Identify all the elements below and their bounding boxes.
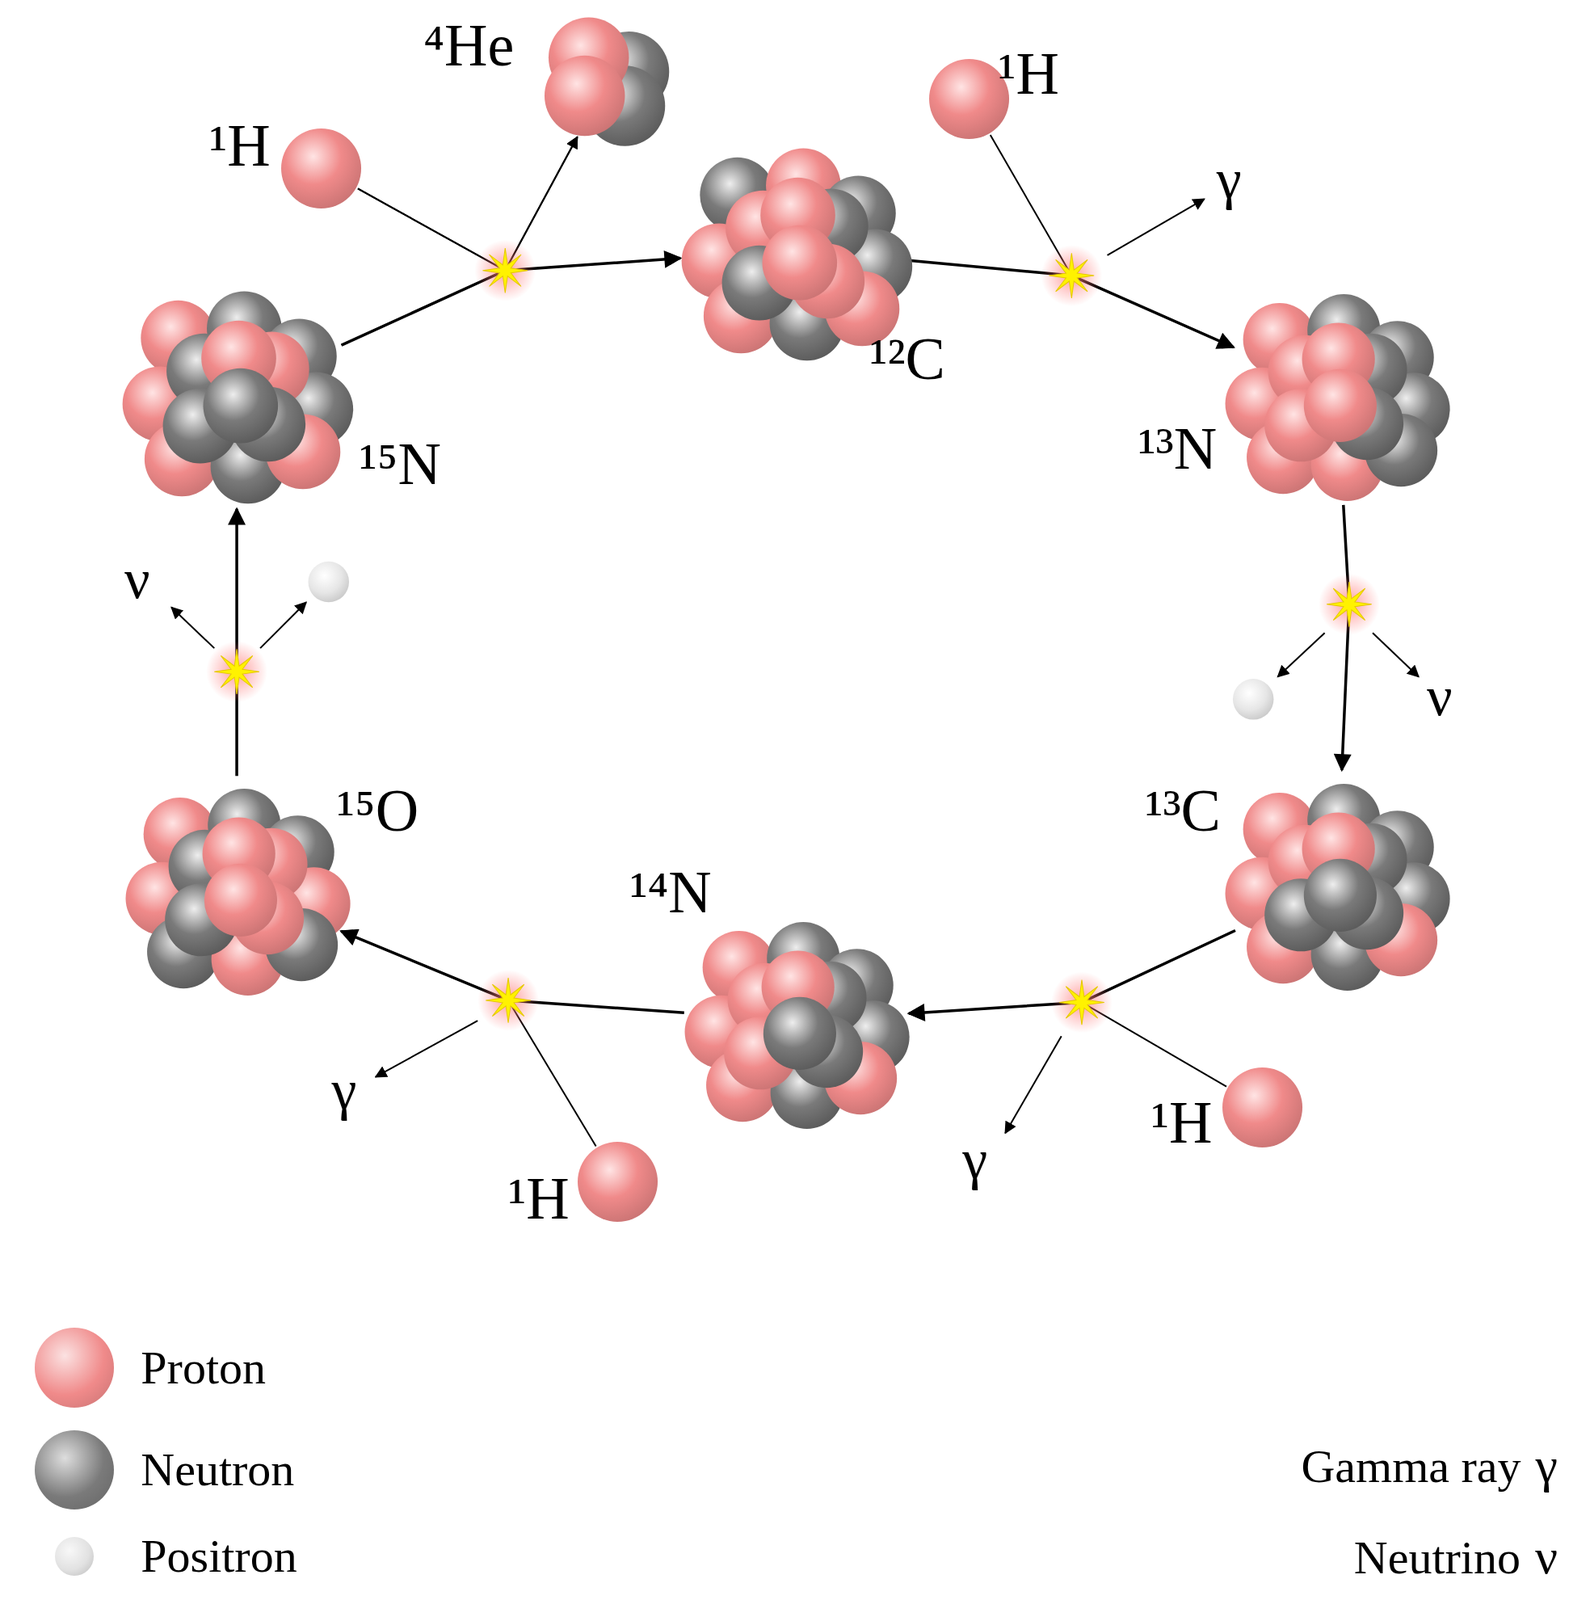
nucleon-ball <box>202 368 278 444</box>
nucleus-cluster: ¹³C <box>1222 768 1452 997</box>
nucleus-cluster: ¹⁵N <box>119 275 355 511</box>
reaction-star <box>206 640 268 703</box>
hydrogen-nucleus: ¹H <box>1221 1066 1304 1149</box>
emission-arrow <box>1005 1035 1061 1133</box>
nucleon-ball <box>763 996 837 1070</box>
nucleon-picture <box>540 15 674 148</box>
emission-arrow <box>1278 632 1325 677</box>
emission-arrow <box>375 1020 478 1077</box>
nucleon-picture <box>280 127 362 210</box>
isotope-label: ¹⁵O <box>336 780 419 841</box>
nucleon-ball <box>544 55 626 137</box>
nucleon-ball <box>1303 858 1377 932</box>
legend-text: Proton <box>140 1341 266 1395</box>
legend-swatch <box>34 1430 115 1511</box>
reaction-star <box>1040 244 1103 307</box>
reaction-arrow <box>357 137 578 271</box>
reaction-arrow <box>340 930 596 1146</box>
positron-particle <box>1232 678 1275 720</box>
legend-text: Neutron <box>140 1442 295 1497</box>
isotope-label: ¹⁴N <box>629 862 711 922</box>
isotope-label: ¹³C <box>1144 780 1221 841</box>
hydrogen-nucleus: ¹H <box>928 58 1010 140</box>
neutrino-symbol: ν <box>124 551 151 608</box>
nucleus-cluster: ¹⁵O <box>122 773 352 1002</box>
nucleon-picture <box>928 58 1010 140</box>
emission-arrow <box>1372 632 1419 677</box>
nucleon-picture <box>1221 1066 1304 1149</box>
nucleon-ball <box>1222 1067 1303 1148</box>
reaction-star <box>1318 573 1380 636</box>
isotope-label: ⁴He <box>423 15 514 76</box>
emission-arrow <box>260 601 307 648</box>
reaction-star <box>1051 971 1113 1034</box>
isotope-label: ¹²C <box>869 328 946 389</box>
nucleon-ball <box>203 863 277 937</box>
isotope-label: ¹³N <box>1137 418 1217 479</box>
nucleus-cluster: ¹⁴N <box>681 906 911 1136</box>
reaction-arrow <box>1341 504 1350 770</box>
emission-arrow <box>1107 198 1205 255</box>
legend-row: Gamma ray γ <box>1300 1438 1558 1494</box>
reaction-arrow <box>990 134 1234 348</box>
legend-row: Neutrino ν <box>1354 1529 1558 1585</box>
nucleon-ball <box>281 128 362 209</box>
isotope-label: ¹⁵N <box>359 433 442 494</box>
isotope-label: ¹H <box>209 115 271 176</box>
nucleon-ball <box>762 225 838 301</box>
legend-swatch <box>54 1536 94 1576</box>
isotope-label: ¹H <box>508 1168 570 1229</box>
nucleus-cluster: ¹³N <box>1222 278 1452 508</box>
nucleon-picture <box>119 275 355 511</box>
nucleon-picture <box>681 906 911 1136</box>
gamma-symbol: γ <box>1216 151 1242 208</box>
hydrogen-nucleus: ¹H <box>280 127 362 210</box>
nucleon-picture <box>1222 768 1452 997</box>
legend-text: Gamma ray <box>1300 1439 1521 1494</box>
nucleus-cluster: ¹²C <box>678 132 914 368</box>
hydrogen-nucleus: ¹H <box>576 1140 659 1223</box>
positron-particle <box>307 561 350 603</box>
neutrino-symbol: ν <box>1426 668 1453 725</box>
nucleon-ball <box>1303 369 1377 442</box>
legend-swatch <box>34 1327 115 1408</box>
legend-text: Neutrino <box>1354 1531 1521 1585</box>
emission-arrow <box>171 607 215 649</box>
isotope-label: ¹H <box>997 43 1060 104</box>
isotope-label: ¹H <box>1151 1092 1213 1153</box>
nucleon-ball <box>577 1141 658 1222</box>
reaction-star <box>474 239 536 302</box>
legend-symbol: ν <box>1535 1529 1558 1583</box>
nucleon-picture <box>576 1140 659 1223</box>
reaction-arrow <box>341 137 578 346</box>
legend-symbol: γ <box>1535 1438 1558 1492</box>
nucleon-picture <box>122 773 352 1002</box>
reaction-star <box>477 969 539 1031</box>
helium-nucleus: ⁴He <box>540 15 674 148</box>
gamma-symbol: γ <box>332 1061 358 1119</box>
nucleon-picture <box>1222 278 1452 508</box>
nucleon-ball <box>929 58 1010 139</box>
legend-text: Positron <box>140 1529 297 1583</box>
gamma-symbol: γ <box>962 1131 988 1188</box>
